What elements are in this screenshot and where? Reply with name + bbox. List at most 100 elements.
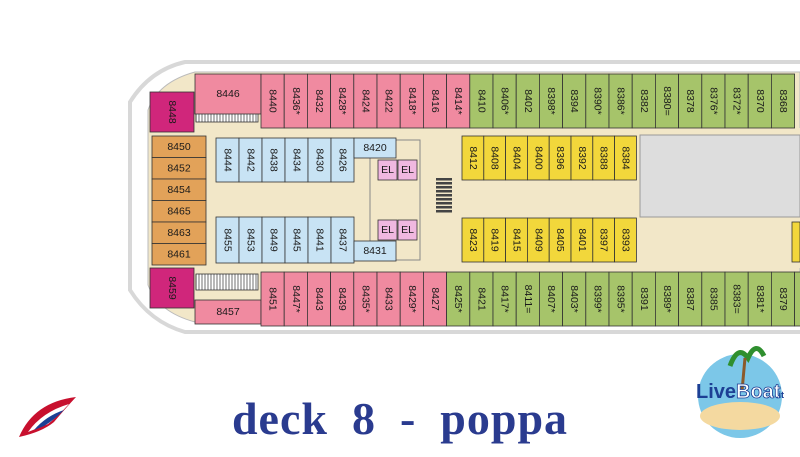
cabin-8440: 8440	[260, 73, 285, 129]
cabin-label: 8379	[777, 287, 789, 311]
cabin-8414: 8414*	[446, 73, 471, 129]
cabin-label: 8424	[359, 89, 371, 113]
cabin-label: 8432	[313, 89, 325, 113]
cabin-label: 8454	[167, 184, 191, 196]
cabin-label: 8452	[167, 162, 191, 174]
cabin-label: 8401	[576, 228, 588, 252]
cabin-label: 8447*	[290, 285, 302, 312]
cabin-8421: 8421	[469, 271, 494, 327]
staircase	[436, 178, 452, 213]
cabin-label: 8402	[522, 89, 534, 113]
cabin-label: 8403*	[568, 285, 580, 312]
cabin-8372: 8372*	[724, 73, 749, 129]
cabin-label: 8390*	[591, 87, 603, 114]
cabin-label: 8385	[707, 287, 719, 311]
cabin-8377: 8377	[794, 271, 800, 327]
cabin-8451: 8451	[260, 271, 285, 327]
cabin-label: 8429*	[406, 285, 418, 312]
cabin-label: 8409	[532, 228, 544, 252]
cabin-8393: 8393	[614, 217, 637, 263]
cabin-8453: 8453	[238, 216, 263, 264]
cabin-label: 8453	[245, 228, 257, 252]
cabin-8370: 8370	[747, 73, 772, 129]
brand-live: Live	[696, 381, 736, 403]
cabin-label: 8399*	[591, 285, 603, 312]
cabin-8406: 8406*	[492, 73, 517, 129]
cabin-8384: 8384	[614, 135, 637, 181]
cabin-label: 8398*	[545, 87, 557, 114]
cabin-8391: 8391	[631, 271, 656, 327]
cabin-8418: 8418*	[399, 73, 424, 129]
cabin-label: EL	[381, 224, 394, 236]
cabin-label: 8423	[467, 228, 479, 252]
deck-dash: -	[399, 393, 417, 444]
cabin-8435: 8435*	[353, 271, 378, 327]
cabin-8419: 8419	[483, 217, 506, 263]
cabin-8430: 8430	[307, 137, 332, 183]
cabin-8394: 8394	[562, 73, 587, 129]
cabin-label: 8440	[267, 89, 279, 113]
cabin-8412: 8412	[461, 135, 485, 181]
cabin-label: 8381*	[754, 285, 766, 312]
cabin-8431: 8431	[353, 240, 397, 262]
cabin-label: 8414*	[452, 87, 464, 114]
cabin-label: 8395*	[615, 285, 627, 312]
cabin-8390: 8390*	[585, 73, 610, 129]
cabin-label: 8386*	[615, 87, 627, 114]
cabin-8409: 8409	[527, 217, 550, 263]
cabin-8381: 8381*	[747, 271, 772, 327]
cabin-8420: 8420	[353, 137, 397, 159]
cabin-8448: 8448	[149, 91, 195, 133]
cabin-8411: 8411=	[515, 271, 540, 327]
deck-number: 8	[351, 393, 376, 444]
cabin-8378: 8378	[678, 73, 703, 129]
cabin-8408: 8408	[483, 135, 506, 181]
cabin-label: 8425*	[452, 285, 464, 312]
cabin-label: 8408	[489, 146, 501, 170]
cabin-8407: 8407*	[539, 271, 564, 327]
cruise-line-logo	[19, 397, 76, 437]
cabin-8443: 8443	[306, 271, 331, 327]
cabin-label: 8410	[475, 89, 487, 113]
cabin-label: 8384	[620, 146, 632, 170]
cabin-label: 8405	[554, 228, 566, 252]
cabin-label: 8459	[166, 276, 178, 300]
cabin-8386: 8386*	[608, 73, 633, 129]
cabin-8447: 8447*	[283, 271, 308, 327]
cabin-label: 8387	[684, 287, 696, 311]
cabin-label: 8420	[363, 142, 387, 154]
cabin-label: 8426	[337, 148, 349, 172]
cabin-8417: 8417*	[492, 271, 517, 327]
cabin-8463: 8463	[151, 221, 207, 244]
cabin-label: 8388	[598, 146, 610, 170]
cabin-8438: 8438	[261, 137, 286, 183]
cabin-8454: 8454	[151, 178, 207, 201]
cabin-8427: 8427	[422, 271, 447, 327]
cabin-8404: 8404	[505, 135, 528, 181]
atrium-void	[639, 134, 800, 218]
cabin-label: 8412	[467, 146, 479, 170]
cabin-label: 8415	[511, 228, 523, 252]
cabin-EL: EL	[377, 159, 398, 181]
cabin-EL: EL	[397, 219, 418, 241]
cabin-label: 8436*	[290, 87, 302, 114]
cabin-label: 8455	[222, 228, 234, 252]
cabin-label: 8416	[429, 89, 441, 113]
cabin-label: 8437	[337, 228, 349, 252]
cabin-8461: 8461	[151, 243, 207, 266]
cabin-8459: 8459	[149, 267, 195, 309]
cabin-partial	[791, 221, 800, 263]
liveboat-logo: Live Boat .it	[696, 346, 784, 438]
cabin-label: 8450	[167, 141, 191, 153]
cabin-8401: 8401	[570, 217, 594, 263]
cabin-label: 8421	[475, 287, 487, 311]
cabin-8368: 8368	[771, 73, 796, 129]
cabin-8428: 8428*	[330, 73, 355, 129]
cabin-8395: 8395*	[608, 271, 633, 327]
cabin-8405: 8405	[548, 217, 572, 263]
cabin-8450: 8450	[151, 135, 207, 158]
cabin-label: 8463	[167, 227, 191, 239]
cabin-8433: 8433	[376, 271, 401, 327]
cabin-label: 8411=	[522, 285, 534, 314]
cabin-8439: 8439	[330, 271, 355, 327]
